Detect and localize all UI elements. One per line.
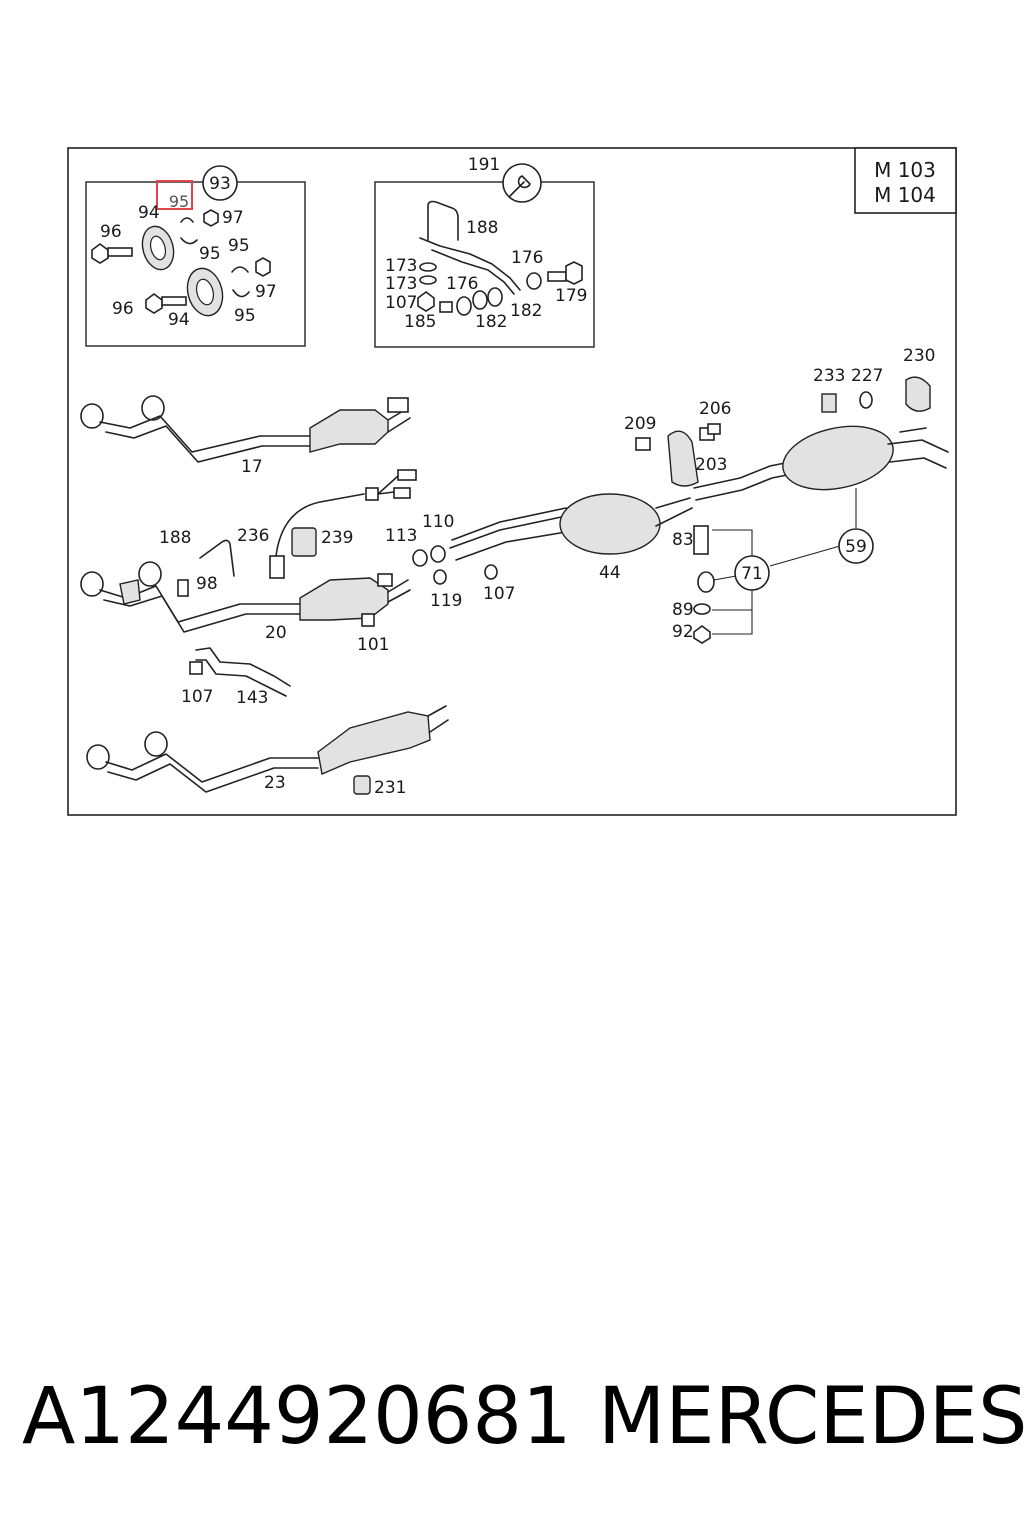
engine-code-box: M 103 M 104 [854, 147, 957, 214]
wrench-icon [509, 175, 531, 197]
callout-233: 233 [813, 366, 845, 386]
callout-23: 23 [264, 773, 286, 793]
callout-231: 231 [374, 778, 406, 798]
callout-206: 206 [699, 399, 731, 419]
center-muffler-44 [449, 493, 693, 561]
engine-code-1: M 103 [874, 158, 936, 182]
brand-name: MERCEDES [598, 1372, 1024, 1462]
callout-59-circle [838, 528, 874, 564]
clamp-kit-71 [693, 488, 857, 644]
bolt-101 [361, 613, 375, 627]
engine-code-2: M 104 [874, 183, 936, 207]
callout-83: 83 [672, 530, 694, 550]
hanger-203 [667, 430, 699, 487]
callout-71-circle [734, 555, 770, 591]
exhaust-system-diagram: M 103 M 104 93 95 [67, 147, 957, 816]
kit-191-label-182a: 182 [475, 312, 507, 332]
callout-89: 89 [672, 600, 694, 620]
callout-227: 227 [851, 366, 883, 386]
kit-191-label-107: 107 [385, 293, 417, 313]
mount-233 [821, 393, 837, 413]
diagram-frame [67, 147, 957, 816]
callout-98: 98 [196, 574, 218, 594]
callout-44: 44 [599, 563, 621, 583]
ring-227 [859, 391, 873, 409]
kit-93-label-95b: 95 [199, 244, 221, 264]
kit-191-box: 191 188 176 173 173 176 107 179 185 182 … [374, 155, 595, 348]
kit-93-label-94a: 94 [138, 203, 160, 223]
callout-236: 236 [237, 526, 269, 546]
kit-191-label-176b: 176 [446, 274, 478, 294]
callout-119: 119 [430, 591, 462, 611]
callout-59: 59 [845, 537, 867, 557]
callout-113: 113 [385, 526, 417, 546]
kit-93-circle [202, 165, 238, 201]
kit-93-label-95d: 95 [234, 306, 256, 326]
kit-93-box: 93 95 94 97 [85, 165, 306, 347]
front-pipe-20 [80, 539, 411, 633]
bracket-143 [189, 647, 291, 697]
kit-93-label-94b: 94 [168, 310, 190, 330]
callout-71: 71 [741, 564, 763, 584]
callout-203: 203 [695, 455, 727, 475]
flange-94-upper [141, 225, 175, 271]
clamp-231 [353, 775, 371, 795]
part-number: A1244920681 [22, 1372, 572, 1462]
bracket-98 [177, 579, 189, 597]
callout-230: 230 [903, 346, 935, 366]
kit-93-label-95c: 95 [228, 236, 250, 256]
clip-239 [291, 527, 317, 557]
callout-239: 239 [321, 528, 353, 548]
kit-191-label-179: 179 [555, 286, 587, 306]
kit-191-label-173a: 173 [385, 256, 417, 276]
kit-191-label-182b: 182 [510, 301, 542, 321]
kit-191-label-188: 188 [466, 218, 498, 238]
kit-93-label-97b: 97 [255, 282, 277, 302]
kit-191-label-173b: 173 [385, 274, 417, 294]
nut-97-lower [255, 257, 271, 277]
bolt-96-upper [91, 243, 133, 264]
highlight-box [156, 180, 193, 210]
nut-97-upper [203, 209, 219, 227]
callout-92: 92 [672, 622, 694, 642]
bolt-96-lower [145, 293, 187, 314]
highlighted-label: 95 [169, 192, 189, 211]
callout-101: 101 [357, 635, 389, 655]
flange-94-lower [186, 267, 224, 317]
kit-93-label-96b: 96 [112, 299, 134, 319]
front-pipe-23 [86, 705, 449, 793]
front-pipe-17 [80, 395, 411, 463]
oxygen-sensor-236 [269, 469, 417, 579]
callout-17: 17 [241, 457, 263, 477]
callout-20: 20 [265, 623, 287, 643]
kit-191-label-176a: 176 [511, 248, 543, 268]
callout-107b: 107 [181, 687, 213, 707]
caption: A1244920681 MERCEDES [0, 1362, 1024, 1482]
callout-209: 209 [624, 414, 656, 434]
callout-110: 110 [422, 512, 454, 532]
callout-107a: 107 [483, 584, 515, 604]
rear-muffler [693, 425, 949, 501]
kit-191-circle-label: 191 [468, 155, 500, 175]
hanger-230 [905, 376, 931, 412]
callout-188: 188 [159, 528, 191, 548]
kit-191-label-185: 185 [404, 312, 436, 332]
kit-93-label-96a: 96 [100, 222, 122, 242]
kit-93-label-97a: 97 [222, 208, 244, 228]
callout-143: 143 [236, 688, 268, 708]
kit-93-circle-label: 93 [209, 174, 231, 194]
